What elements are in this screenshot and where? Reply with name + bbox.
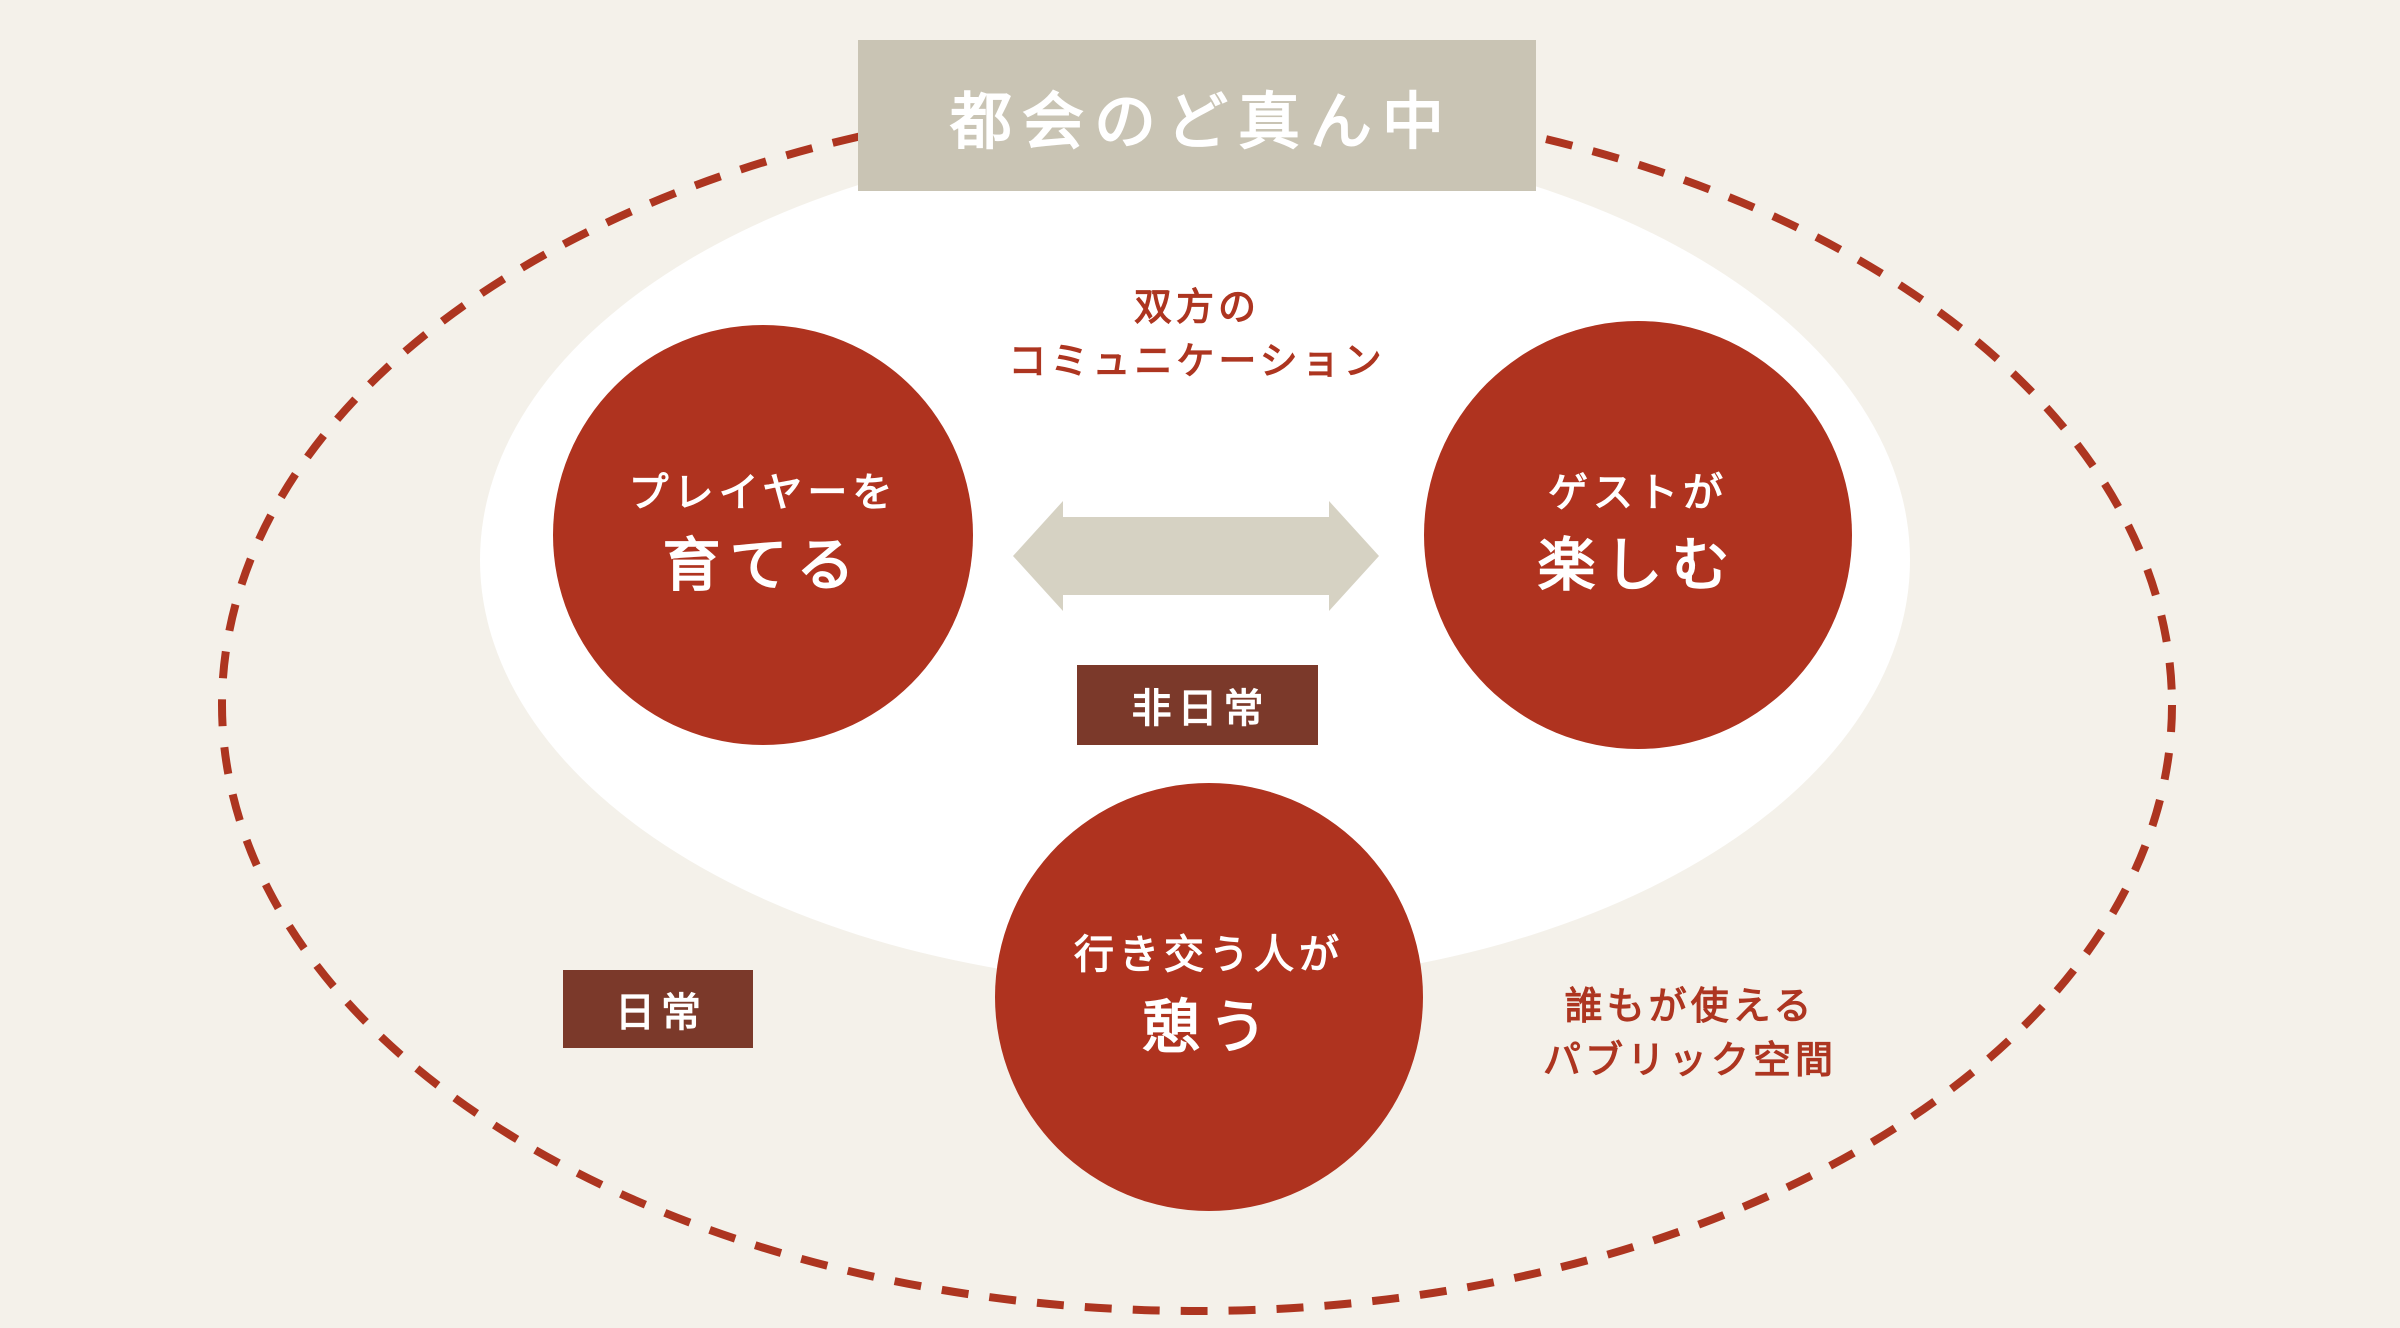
zone-label-everyday: 日常 (563, 970, 753, 1048)
zone-label-extraordinary: 非日常 (1077, 665, 1318, 745)
circle-player-line1: プレイヤーを (628, 470, 898, 517)
circle-player: プレイヤーを 育てる (553, 325, 973, 745)
outer-dashed-ellipse (218, 95, 2176, 1315)
caption-communication-line2: コミュニケーション (1008, 338, 1386, 383)
circle-passersby: 行き交う人が 憩う (995, 783, 1423, 1211)
caption-communication: 双方の コミュニケーション (897, 281, 1497, 389)
circle-guest-line1: ゲストが (1548, 470, 1728, 517)
circle-guest: ゲストが 楽しむ (1424, 321, 1852, 749)
circle-passersby-line2: 憩う (1141, 993, 1276, 1062)
circle-guest-line2: 楽しむ (1537, 531, 1739, 600)
double-arrow-icon (1013, 501, 1379, 611)
circle-player-line2: 育てる (662, 531, 864, 600)
caption-communication-line1: 双方の (1133, 285, 1260, 329)
caption-public-space: 誰もが使える パブリック空間 (1440, 980, 1940, 1088)
circle-passersby-line1: 行き交う人が (1074, 932, 1344, 979)
caption-public-space-line2: パブリック空間 (1542, 1037, 1837, 1082)
title-banner: 都会のど真ん中 (858, 40, 1536, 191)
caption-public-space-line1: 誰もが使える (1564, 984, 1816, 1028)
